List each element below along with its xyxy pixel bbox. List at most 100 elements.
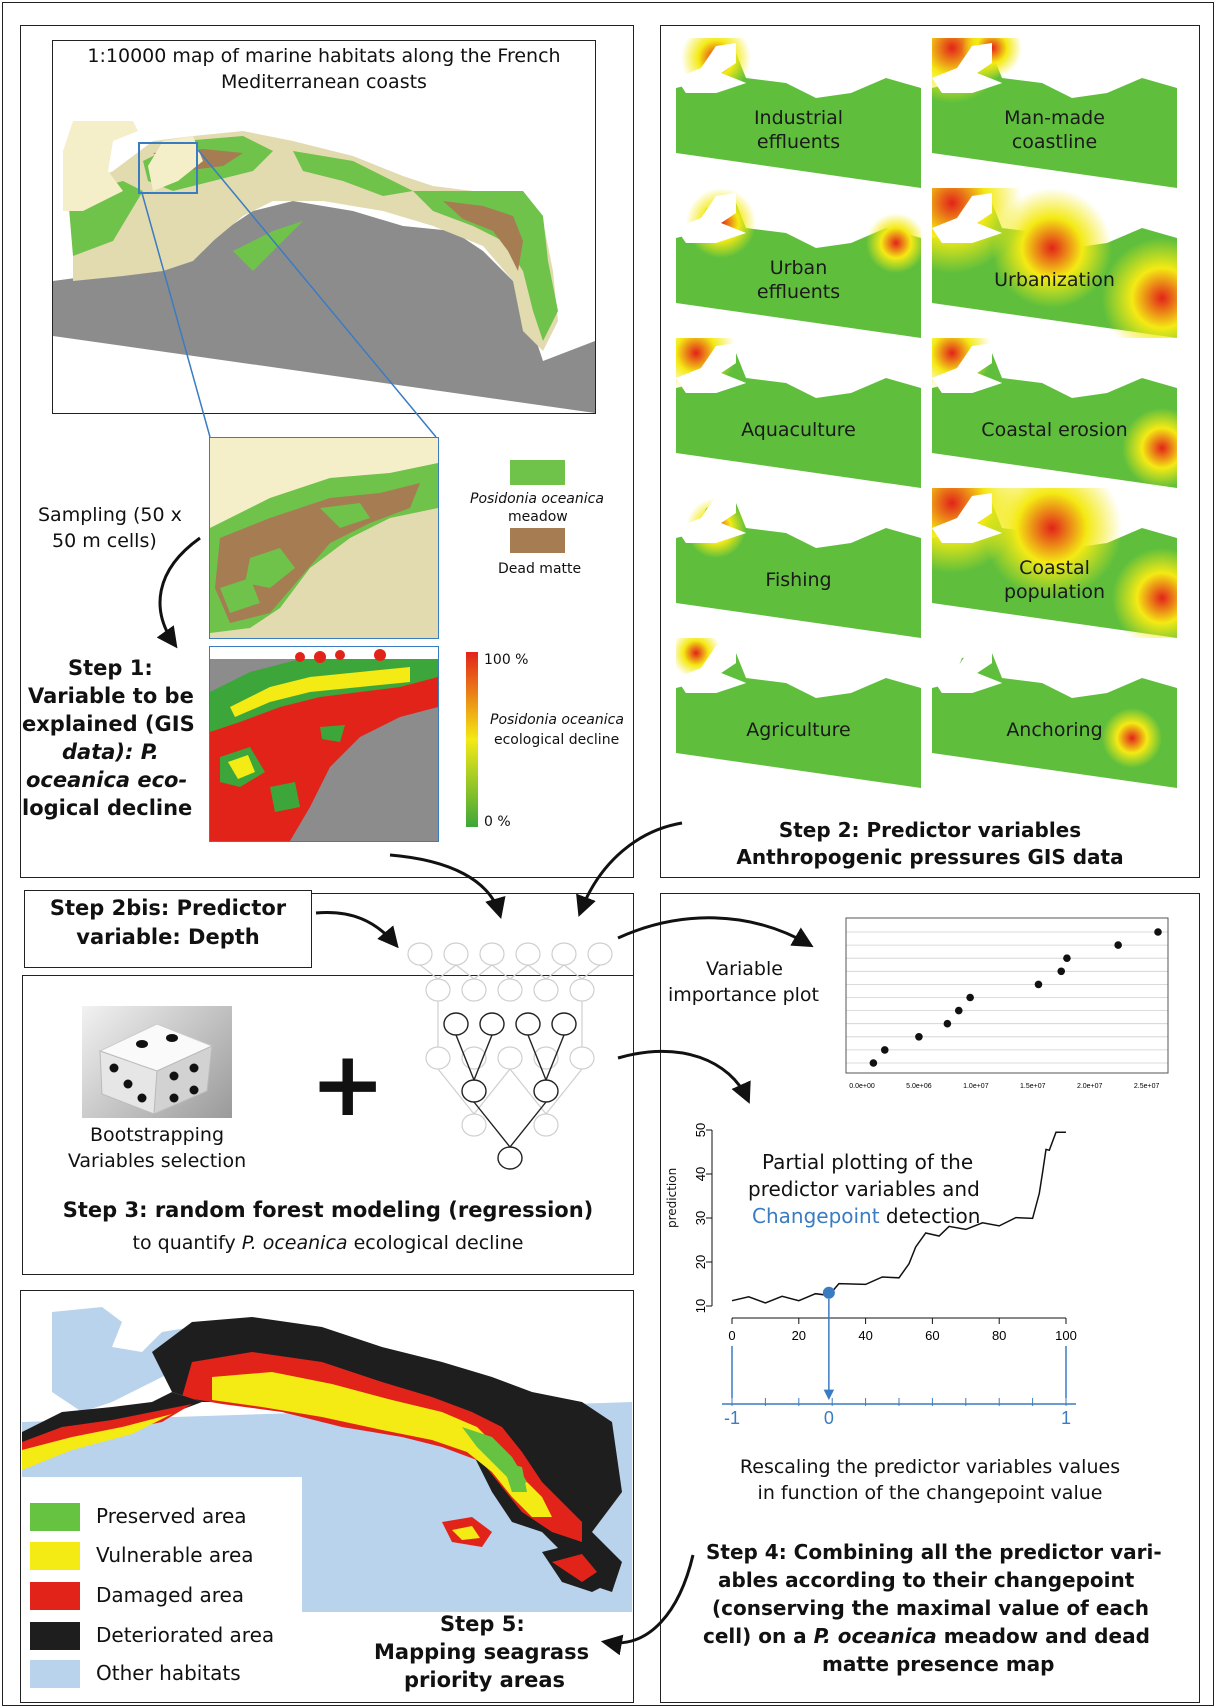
step4-line4: cell) on a P. oceanica meadow and dead [703,1624,1150,1648]
pressure-label: Fishing [765,569,832,591]
pressure-map-graphic [932,488,1177,638]
importance-point [954,1006,963,1015]
changepoint-marker [822,1286,835,1299]
pressure-thumbnail: Urbanization [932,188,1177,338]
pressure-map-graphic [676,493,921,638]
pp-x-tick-label: 80 [992,1328,1006,1343]
step3-line2: to quantify P. oceanica ecological decli… [22,1232,634,1254]
step4-line3: (conserving the maximal value of each [712,1596,1150,1620]
step2-line1: Step 2: Predictor variables [778,818,1082,842]
sampling-arrow [156,536,201,649]
priority-map-graphic [22,1307,632,1612]
pressure-thumbnail: Aquaculture [676,338,921,488]
importance-tick-label: 5.0e+06 [906,1083,932,1090]
importance-point [1034,980,1043,989]
importance-point [915,1033,923,1041]
pp-y-tick-label: 40 [693,1167,708,1181]
pressure-label: Coastal [1019,557,1090,579]
pp-x-tick-label: 40 [858,1328,872,1343]
dice-icon [98,1023,214,1115]
pp-annotation-line2: predictor variables and [748,1177,980,1201]
random-forest-tree [407,942,613,1170]
legend-label: Damaged area [96,1583,245,1607]
decline-map-graphic [210,647,438,841]
legend-meadow-line2: meadow [508,509,568,525]
rescale-label: 0 [824,1408,834,1428]
step3-line2-pre: to quantify [132,1232,242,1254]
habitat-map-graphic [53,121,595,413]
pressure-thumbnail: Anchoring [932,638,1177,788]
pp-x-tick-label: 60 [925,1328,939,1343]
decline-map [209,646,439,842]
pressure-label: effluents [756,281,841,303]
legend-label: Preserved area [96,1504,247,1528]
zoom-habitat-map [209,437,439,639]
pressure-map-graphic [932,38,1177,188]
sampling-line1: Sampling (50 x [38,504,182,526]
step5-line3: priority areas [404,1668,566,1692]
pp-series-line [731,1131,1066,1304]
pressure-map-graphic [932,188,1177,338]
rescale-label: -1 [724,1408,740,1428]
step4-line5: matte presence map [822,1652,1055,1676]
legend-label: Vulnerable area [96,1543,254,1567]
importance-point [1154,928,1162,936]
habitat-map: 1:10000 map of marine habitats along the… [52,40,596,414]
legend-swatch [30,1503,80,1531]
dice-label-line1: Bootstrapping [89,1124,225,1146]
dice-label-line2: Variables selection [67,1150,247,1172]
scale-label-line1: Posidonia oceanica [490,712,624,728]
step4-line4-post: meadow and dead [936,1624,1150,1648]
legend-dead-label: Dead matte [498,561,582,577]
pp-y-tick-label: 20 [693,1255,708,1269]
importance-tick-label: 1.0e+07 [963,1083,989,1090]
pressure-label: Man-made [1004,107,1105,129]
importance-tick-label: 0.0e+00 [849,1083,875,1090]
pp-ylabel: prediction [665,1167,679,1228]
step1-line2: Variable to be [28,684,194,708]
pp-annotation-rest: detection [879,1204,981,1228]
step1-line3: explained (GIS [22,712,195,736]
legend-swatch [30,1582,80,1610]
step3-line2-italic: P. oceanica [241,1232,348,1254]
step2-line2: Anthropogenic pressures GIS data [736,845,1124,869]
legend-meadow-line1: Posidonia oceanica [470,491,604,507]
step3-line2-post: ecological decline [347,1232,524,1254]
pressure-map-graphic [676,638,921,788]
rescale-label: 1 [1061,1408,1071,1428]
pressure-label: Industrial [753,107,844,129]
pressure-label: Agriculture [746,719,851,741]
importance-point [1063,954,1071,962]
pp-y-tick-label: 30 [693,1211,708,1225]
importance-tick-label: 1.5e+07 [1020,1083,1046,1090]
importance-point [1057,967,1066,976]
importance-point [966,993,974,1002]
rescale-line2: in function of the changepoint value [757,1482,1103,1504]
pressure-map-graphic [932,338,1177,488]
map-title-line1: 1:10000 map of marine habitats along the… [87,45,561,67]
step4-line2: ables according to their changepoint [718,1568,1135,1592]
step2bis-box [24,890,312,968]
step2bis-line2: variable: Depth [76,925,260,949]
pressure-label: Aquaculture [741,419,856,441]
pressure-label: Urban [769,257,828,279]
pp-y-tick-label: 10 [693,1299,708,1313]
step5-line1: Step 5: [440,1612,525,1636]
step4-line4-pre: cell) on a [703,1624,814,1648]
pressure-map-graphic [676,38,921,188]
legend-label: Deteriorated area [96,1623,275,1647]
step4-line4-italic: P. oceanica [813,1624,937,1648]
pressure-label: population [1003,581,1106,603]
step1-line1: Step 1: [68,656,153,680]
pp-x-tick-label: 0 [728,1328,735,1343]
legend-label: Other habitats [96,1661,241,1685]
legend-swatch [30,1542,80,1570]
importance-point [943,1019,952,1028]
pressure-map-graphic [932,643,1177,788]
